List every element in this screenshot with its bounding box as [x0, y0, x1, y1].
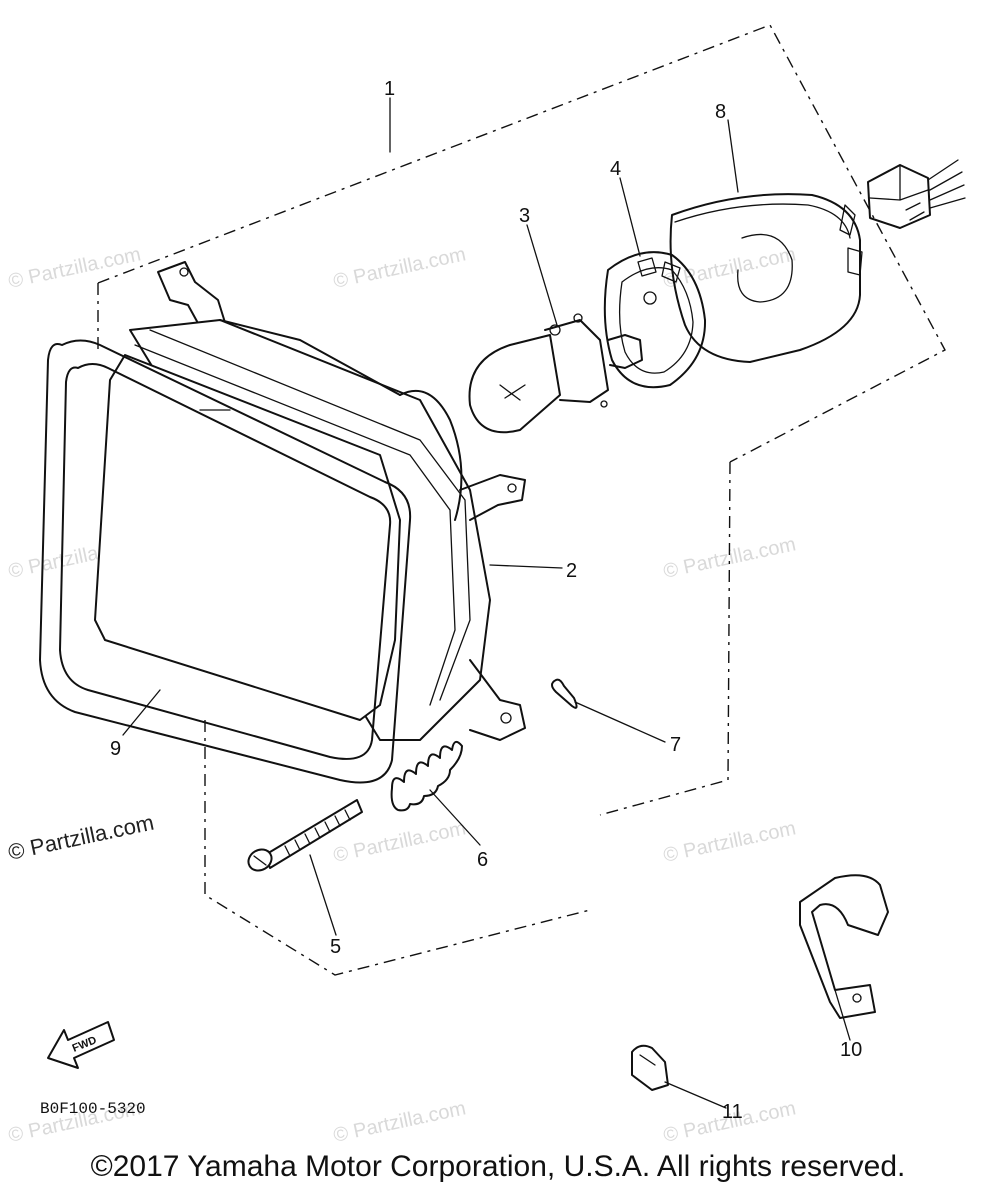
callout-6: 6 [477, 849, 488, 871]
callout-leader-11 [664, 1081, 727, 1109]
drawing-code: B0F100-5320 [40, 1100, 146, 1118]
callout-5: 5 [330, 936, 341, 958]
socket-ring [603, 251, 707, 389]
bulb [468, 313, 643, 434]
adjusting-screw [247, 799, 363, 872]
callout-leader-5 [309, 854, 337, 936]
callout-8: 8 [715, 101, 726, 123]
callout-3: 3 [519, 205, 530, 227]
callout-leader-3 [526, 224, 558, 326]
callout-1: 1 [384, 78, 395, 100]
adjusting-spring [390, 740, 463, 812]
callout-7: 7 [670, 734, 681, 756]
callout-leader-4 [619, 177, 641, 257]
forward-arrow: FWD [47, 1021, 115, 1069]
watermark: © Partzilla.com [6, 243, 142, 293]
callout-leader-6 [429, 789, 481, 846]
assembly-boundary [97, 24, 946, 976]
watermark: © Partzilla.com [661, 817, 797, 867]
callout-leader-7 [574, 701, 666, 743]
callout-leader-10 [834, 989, 851, 1041]
callout-10: 10 [840, 1039, 862, 1061]
connector-plug [867, 159, 966, 229]
rim-frame [39, 339, 412, 784]
headlight-unit [94, 261, 526, 741]
callout-leader-8 [727, 119, 739, 193]
callout-2: 2 [566, 560, 577, 582]
clip-nut [631, 1044, 669, 1091]
copyright-notice: ©2017 Yamaha Motor Corporation, U.S.A. A… [91, 1150, 906, 1183]
callout-leader-9 [122, 689, 161, 736]
callout-4: 4 [610, 158, 621, 180]
watermark-prominent: © Partzilla.com [6, 810, 156, 865]
spring-clip [551, 678, 578, 709]
callout-9: 9 [110, 738, 121, 760]
watermark: © Partzilla.com [331, 1097, 467, 1147]
rubber-cover [669, 193, 863, 363]
mounting-bracket [799, 874, 889, 1019]
watermark: © Partzilla.com [331, 817, 467, 867]
callout-leader-2 [489, 564, 563, 569]
callout-numbers: 1 2 3 4 5 6 7 8 9 10 11 [110, 78, 862, 1123]
fwd-arrow-icon [47, 1021, 115, 1069]
watermark: © Partzilla.com [661, 243, 797, 293]
leader-lines [122, 119, 851, 1109]
watermark: © Partzilla.com [331, 243, 467, 293]
callout-11: 11 [722, 1101, 743, 1123]
